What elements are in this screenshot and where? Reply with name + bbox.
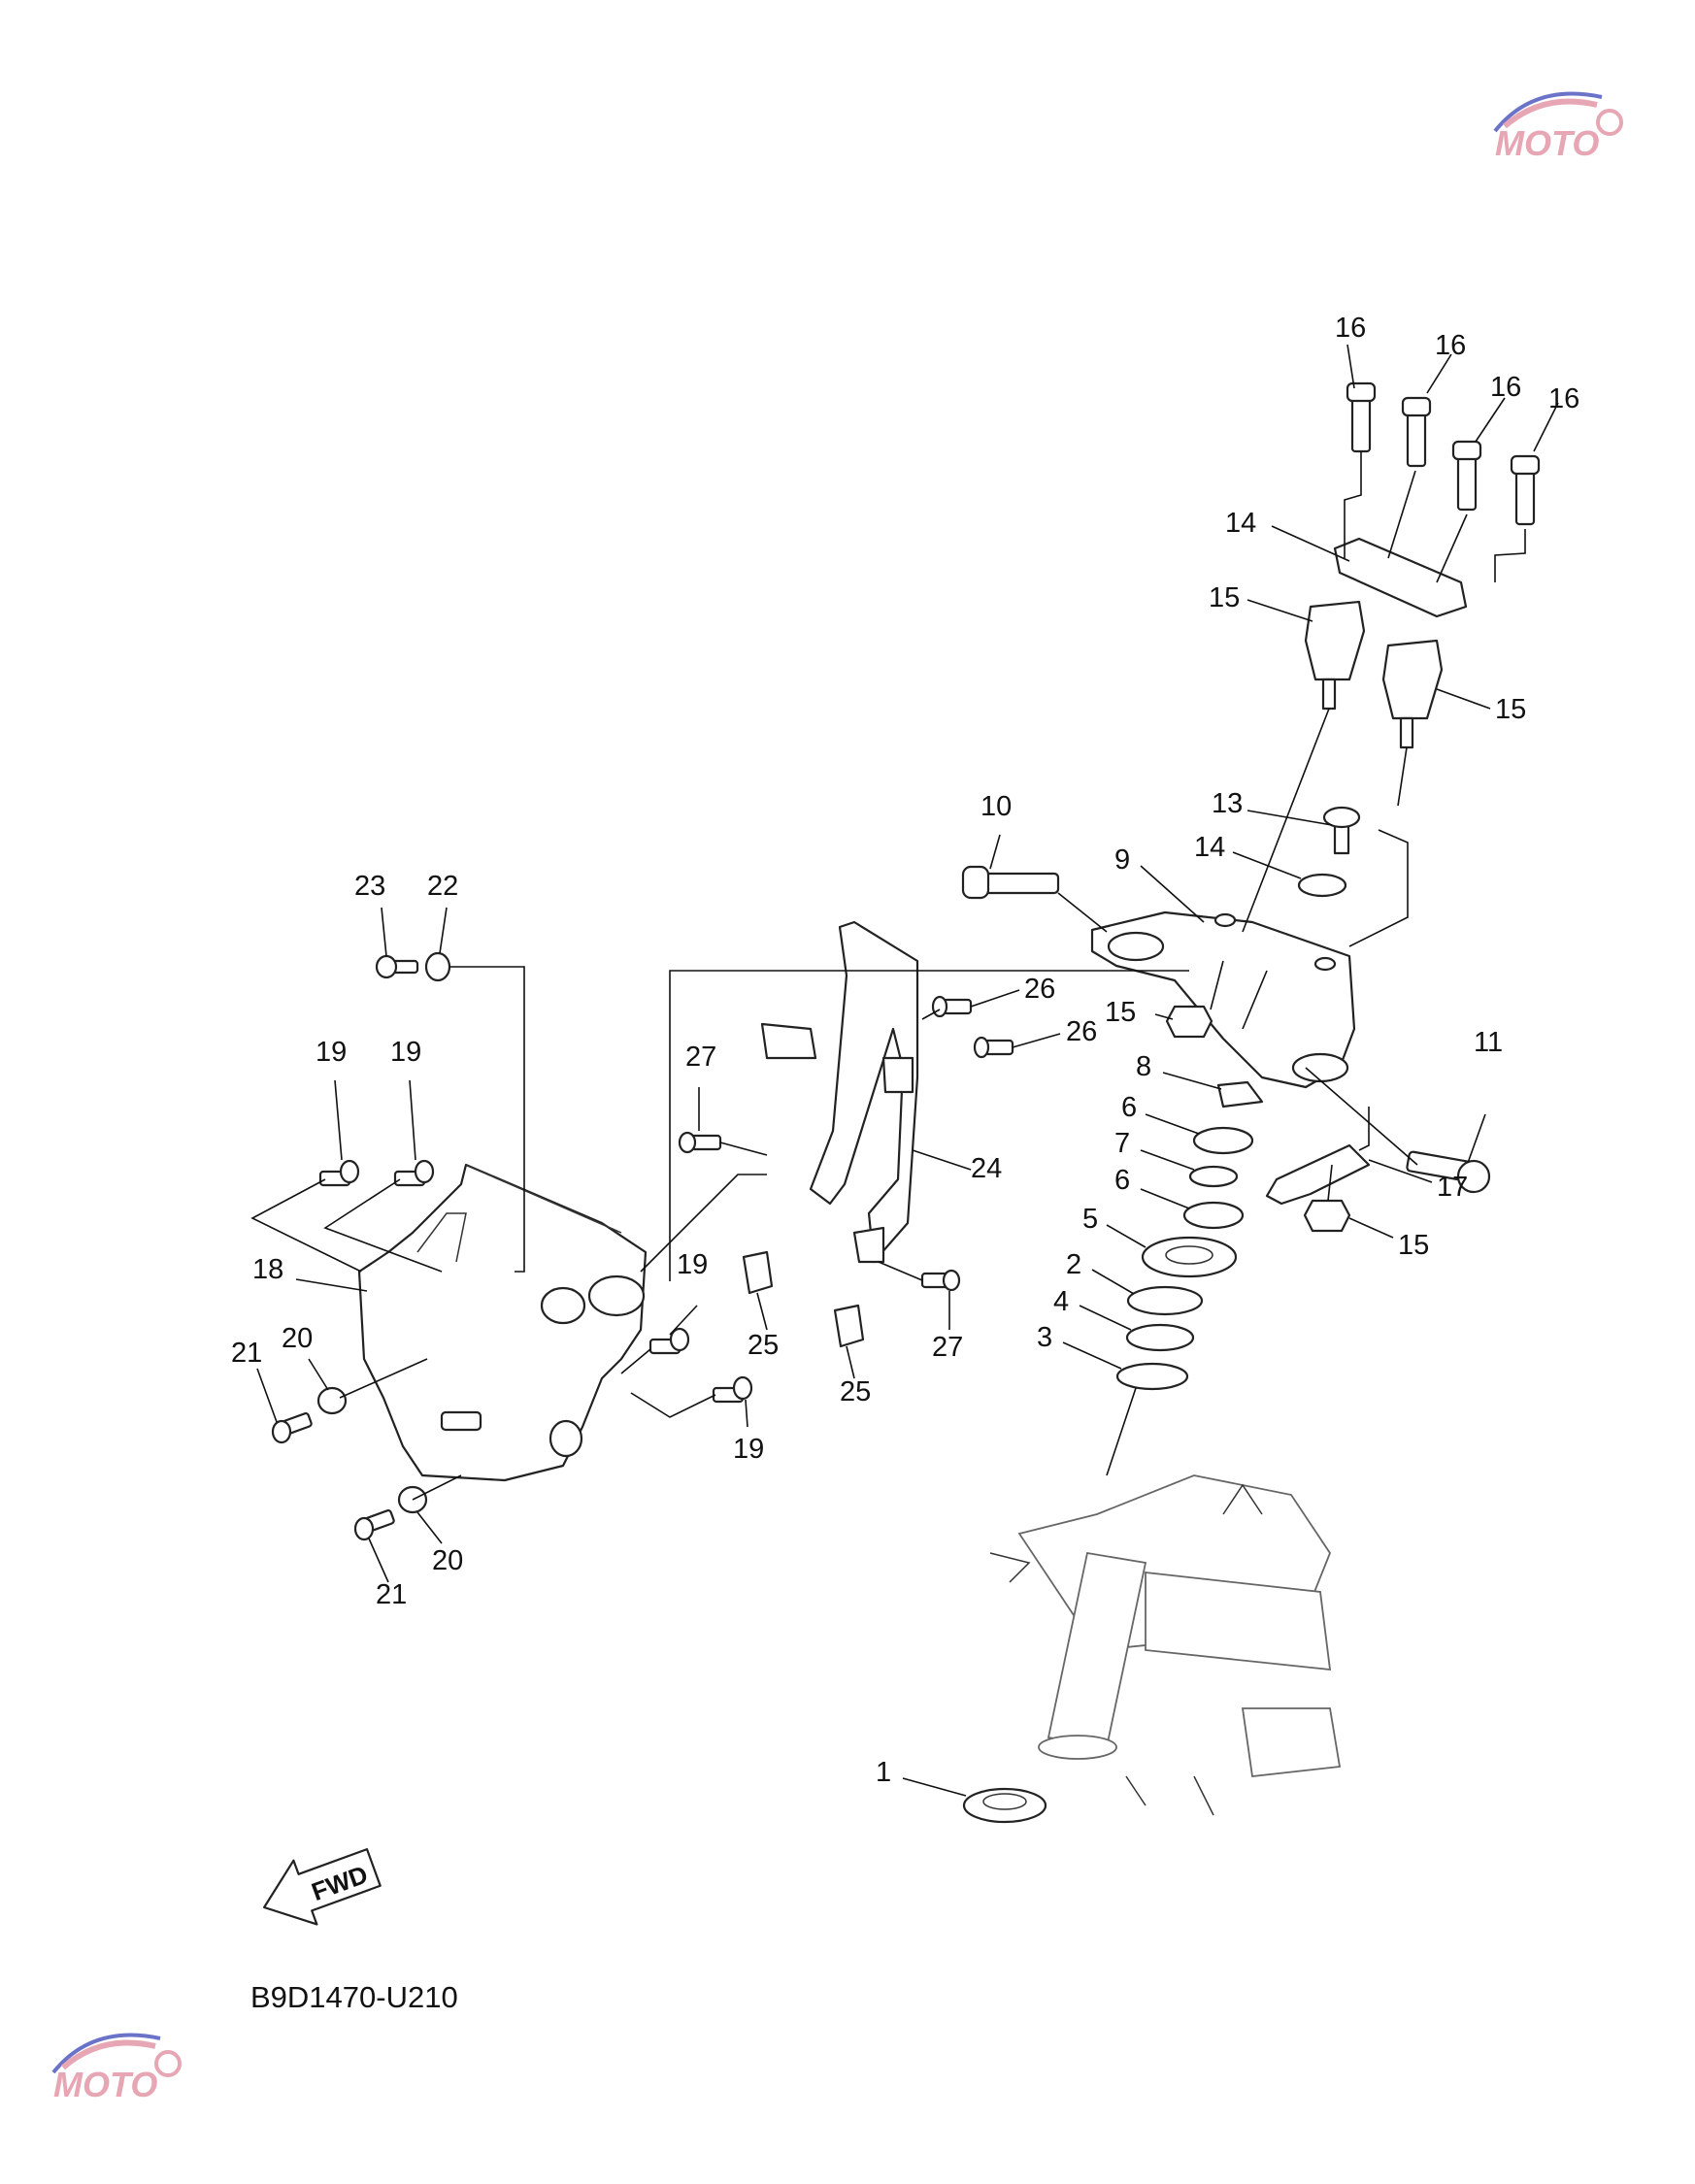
- callout-27-a: 27: [685, 1042, 716, 1073]
- nut-15-upper: [1165, 1005, 1213, 1039]
- callout-17: 17: [1437, 1172, 1468, 1203]
- upper-clamp-13: [1333, 537, 1468, 618]
- holder-14-left: [1304, 600, 1366, 681]
- callout-15-b: 15: [1398, 1230, 1429, 1261]
- race-2: [1126, 1285, 1204, 1316]
- lower-bracket-9: [1090, 910, 1356, 1089]
- callout-1: 1: [876, 1757, 891, 1788]
- callout-13: 14: [1225, 508, 1256, 539]
- bolt-21-lower: [353, 1509, 395, 1541]
- bolt-16-a: [1346, 381, 1377, 453]
- callout-16-a: 16: [1335, 313, 1366, 344]
- bolt-11: [1322, 806, 1361, 855]
- damper-25-a: [742, 1250, 774, 1295]
- bolt-16-d: [1510, 454, 1541, 526]
- drawing-code: B9D1470-U210: [250, 1980, 458, 2014]
- washer-12: [1297, 873, 1347, 898]
- callout-16-d: 16: [1548, 383, 1579, 414]
- callout-26-a: 26: [1024, 974, 1055, 1005]
- callout-6-b: 6: [1114, 1165, 1130, 1196]
- callout-8: 8: [1136, 1051, 1151, 1082]
- callout-25-a: 25: [748, 1330, 779, 1361]
- callout-12: 14: [1194, 832, 1225, 863]
- bolt-10-right: [1406, 1150, 1491, 1194]
- bolt-23: [375, 954, 419, 979]
- callout-14-b: 15: [1495, 694, 1526, 725]
- callout-3: 3: [1037, 1322, 1052, 1353]
- callout-21-a: 21: [231, 1338, 262, 1369]
- frame-illustration: [989, 1474, 1342, 1816]
- bolt-16-b: [1401, 396, 1432, 468]
- bolt-16-c: [1451, 440, 1482, 512]
- callout-4: 4: [1053, 1286, 1069, 1317]
- callout-2: 2: [1066, 1249, 1081, 1280]
- bolt-19-b: [393, 1159, 435, 1187]
- bracket-18: [357, 1163, 648, 1482]
- callout-7: 7: [1114, 1128, 1130, 1159]
- holder-14-right: [1381, 639, 1444, 720]
- callout-18: 18: [252, 1254, 283, 1285]
- callout-16-b: 16: [1435, 330, 1466, 361]
- callout-25-b: 25: [840, 1376, 871, 1407]
- washer-20-upper: [316, 1386, 348, 1415]
- bolt-19-c: [648, 1327, 690, 1355]
- ring-nut-6-lower: [1182, 1201, 1245, 1230]
- bearing-4: [1125, 1323, 1195, 1352]
- callout-10-a: 10: [980, 791, 1012, 822]
- watermark-logo-bottom: MOTO: [51, 2033, 182, 2104]
- callout-19-b: 19: [390, 1037, 421, 1068]
- seal-5: [1141, 1236, 1238, 1278]
- bearing-1: [962, 1787, 1047, 1824]
- callout-19-a: 19: [316, 1037, 347, 1068]
- race-3: [1115, 1362, 1189, 1391]
- callout-10-b: 11: [1474, 1027, 1503, 1058]
- callout-23: 23: [354, 871, 385, 902]
- bolt-19-d: [712, 1375, 753, 1404]
- svg-text:MOTO: MOTO: [1495, 123, 1599, 163]
- leader-lines: [250, 344, 1559, 1797]
- callout-15-a: 15: [1105, 997, 1136, 1028]
- callout-16-c: 16: [1490, 372, 1521, 403]
- callout-19-d: 19: [733, 1434, 764, 1465]
- nut-15-lower: [1303, 1199, 1351, 1233]
- callout-26-b: 26: [1066, 1016, 1097, 1047]
- callout-14-a: 15: [1209, 582, 1240, 613]
- watermark-logo-top: MOTO: [1493, 91, 1623, 163]
- bolt-26-a: [931, 995, 973, 1018]
- bolt-10-left: [961, 865, 1060, 900]
- bolt-26-b: [973, 1036, 1014, 1059]
- callout-11: 13: [1212, 788, 1243, 819]
- washer-8: [1216, 1080, 1264, 1109]
- callout-5: 5: [1082, 1204, 1098, 1235]
- ring-nut-6-upper: [1192, 1126, 1254, 1155]
- callout-20-b: 20: [432, 1545, 463, 1576]
- washer-22: [424, 951, 451, 982]
- stay-24: [809, 920, 919, 1264]
- svg-text:MOTO: MOTO: [53, 2065, 157, 2104]
- callout-labels: 16 16 16 16 14 15 15 10 13 14 9 15 11 8 …: [231, 313, 1579, 1788]
- damper-25-b: [833, 1304, 865, 1348]
- bolt-27-b: [920, 1269, 961, 1292]
- bolt-27-a: [678, 1131, 722, 1154]
- bolt-21-upper: [271, 1412, 313, 1444]
- callout-9: 9: [1114, 844, 1130, 876]
- callout-27-b: 27: [932, 1332, 963, 1363]
- washer-7: [1188, 1165, 1239, 1188]
- callout-6-a: 6: [1121, 1092, 1137, 1123]
- callout-24: 24: [971, 1153, 1002, 1184]
- bolt-19-a: [318, 1159, 360, 1187]
- callout-22: 22: [427, 871, 458, 902]
- forward-arrow: FWD: [263, 1848, 382, 1926]
- cable-guide-17: [1265, 1143, 1371, 1206]
- callout-19-c: 19: [677, 1249, 708, 1280]
- callout-20-a: 20: [282, 1323, 313, 1354]
- callout-21-b: 21: [376, 1579, 407, 1610]
